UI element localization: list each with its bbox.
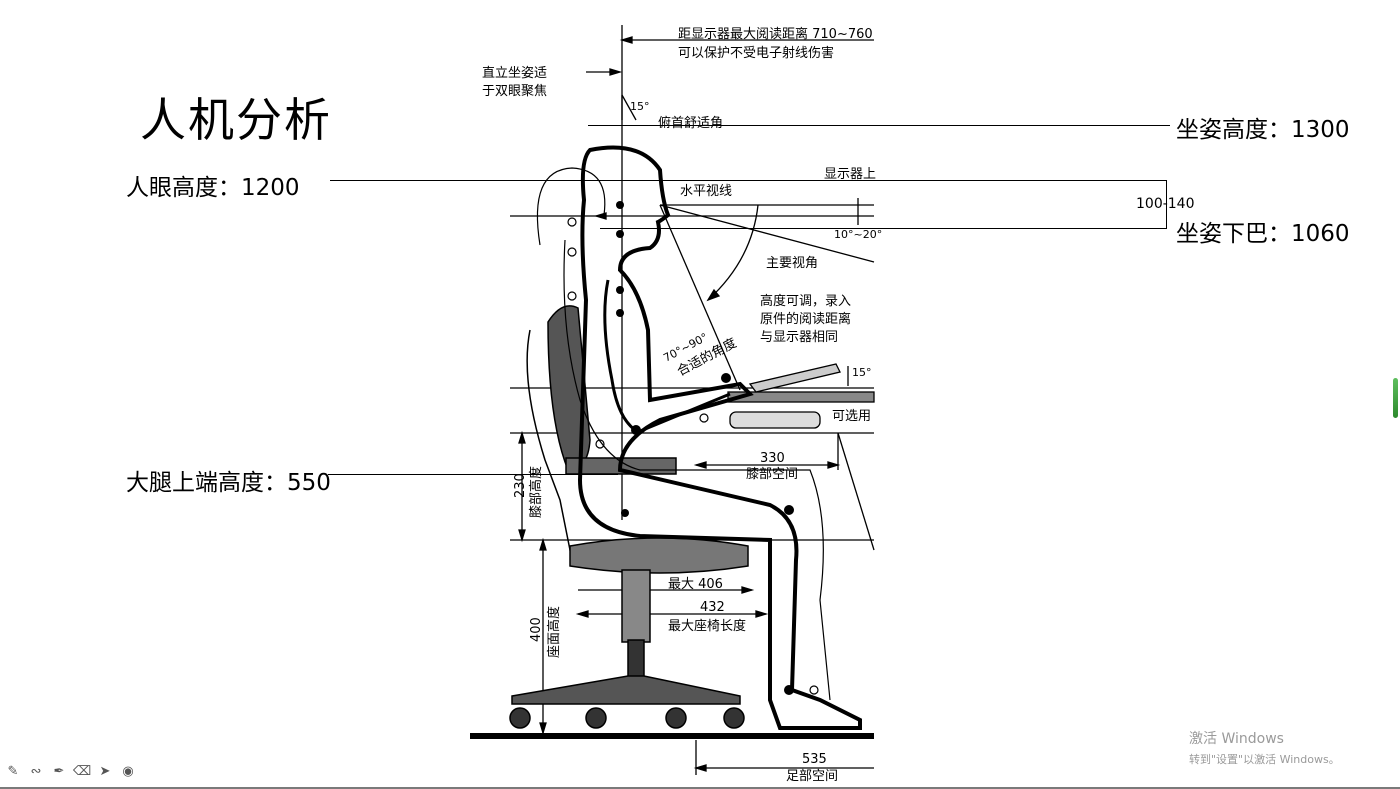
range-bracket-vertical — [1166, 180, 1167, 228]
upright-label-2: 于双眼聚焦 — [482, 84, 547, 99]
foot-space-value: 535 — [802, 752, 827, 767]
monitor-top-label: 显示器上 — [824, 167, 876, 182]
foot-space-label: 足部空间 — [786, 769, 838, 784]
pen-icon[interactable]: ✎ — [7, 763, 19, 779]
record-icon[interactable]: ◉ — [122, 763, 134, 779]
knee-space-label: 膝部空间 — [746, 467, 798, 482]
head-comfort-angle-label: 俯首舒适角 — [658, 115, 723, 131]
seat-depth-label: 最大座椅长度 — [668, 618, 746, 634]
adjustable-label-2: 原件的阅读距离 — [760, 311, 851, 327]
eye-height-line — [330, 180, 1166, 181]
sitting-height-line — [588, 125, 1170, 126]
seat-depth-value: 432 — [700, 600, 725, 615]
watermark-line-1: 激活 Windows — [1189, 731, 1284, 747]
seat-height-value: 400 — [529, 617, 544, 642]
highlighter-icon[interactable]: ✒ — [53, 763, 65, 779]
thigh-height-callout: 大腿上端高度：550 — [126, 470, 331, 496]
reading-distance-note: 可以保护不受电子射线伤害 — [678, 45, 834, 61]
knee-height-label: 膝部高度 — [528, 466, 544, 518]
squiggle-icon[interactable]: ∾ — [30, 763, 42, 779]
reading-distance-label: 距显示器最大阅读距离 710~760 — [678, 26, 873, 42]
chin-height-line — [600, 228, 1167, 229]
sitting-height-callout: 坐姿高度：1300 — [1176, 117, 1350, 143]
angle-15-keyboard: 15° — [852, 366, 872, 379]
optional-label: 可选用 — [832, 409, 871, 424]
horizontal-sight-label: 水平视线 — [680, 184, 732, 199]
adjustable-label-3: 与显示器相同 — [760, 330, 838, 345]
angle-15-top: 15° — [630, 100, 650, 113]
adjustable-label-1: 高度可调，录入 — [760, 293, 851, 309]
eye-height-callout: 人眼高度：1200 — [126, 175, 300, 201]
presentation-toolbar: ✎ ∾ ✒ ⌫ ➤ ◉ — [4, 762, 137, 780]
main-view-angle-label: 主要视角 — [766, 256, 818, 271]
knee-height-value: 230 — [513, 473, 528, 498]
thigh-height-line — [328, 474, 618, 475]
chin-height-callout: 坐姿下巴：1060 — [1176, 221, 1350, 247]
slide-title: 人机分析 — [140, 93, 332, 147]
bottom-border — [0, 787, 1400, 789]
pointer-icon[interactable]: ➤ — [99, 763, 111, 779]
seat-height-label: 座面高度 — [546, 606, 562, 658]
upright-label-1: 直立坐姿适 — [482, 65, 547, 81]
scroll-handle[interactable] — [1393, 378, 1398, 418]
eraser-icon[interactable]: ⌫ — [72, 763, 92, 779]
windows-activation-watermark: 激活 Windows 转到"设置"以激活 Windows。 — [1189, 728, 1340, 767]
knee-space-value: 330 — [760, 451, 785, 466]
watermark-line-2: 转到"设置"以激活 Windows。 — [1189, 753, 1340, 766]
angle-10-20-label: 10°~20° — [834, 228, 882, 241]
max-406-label: 最大 406 — [668, 577, 723, 592]
range-label: 100-140 — [1136, 196, 1195, 212]
